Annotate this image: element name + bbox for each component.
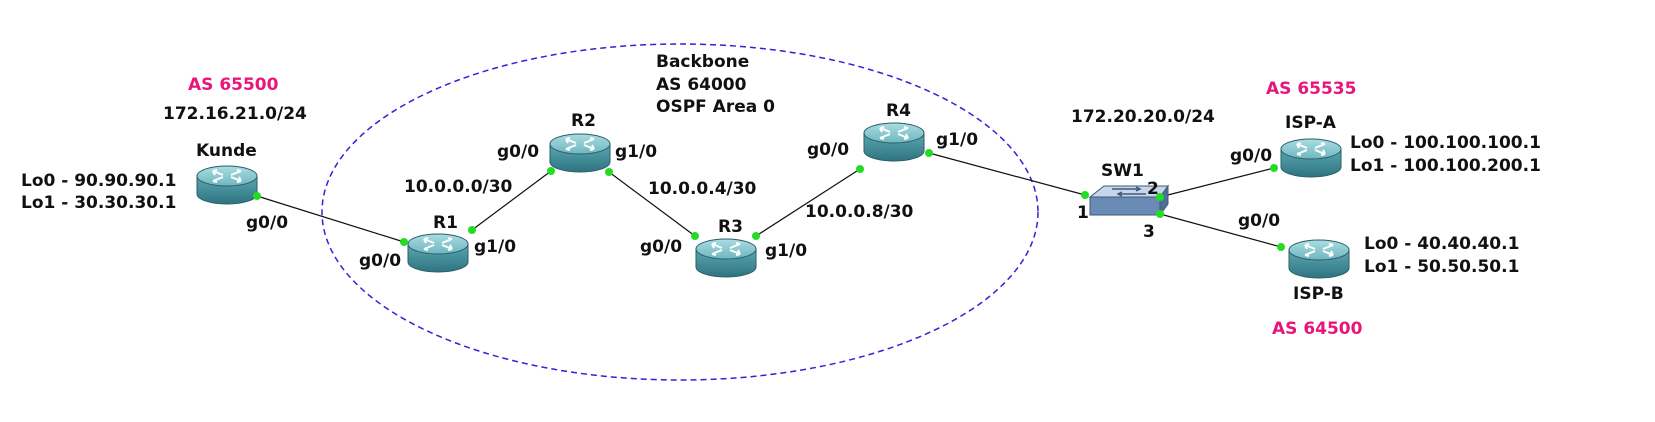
port-dot <box>468 226 476 234</box>
router-ispa-port: g0/0 <box>1230 146 1273 166</box>
port-dot <box>1270 164 1278 172</box>
ispb-lo0-label: Lo0 - 40.40.40.1 <box>1364 234 1520 254</box>
router-r4-port-a: g0/0 <box>807 140 850 160</box>
port-dot <box>856 165 864 173</box>
port-dot <box>400 238 408 246</box>
port-dot <box>1156 210 1164 218</box>
link-kunde-r1 <box>256 195 405 243</box>
router-r1-icon[interactable] <box>407 233 469 273</box>
switch-port-1: 1 <box>1077 203 1089 223</box>
switch-sw1-icon[interactable] <box>1088 184 1169 217</box>
links <box>256 152 1282 248</box>
link-sw1-ispa <box>1159 167 1275 198</box>
port-dot <box>925 149 933 157</box>
link-r3-r4 <box>755 168 861 237</box>
backbone-ospf-label: OSPF Area 0 <box>656 97 775 117</box>
ispb-lo1-label: Lo1 - 50.50.50.1 <box>1364 257 1520 277</box>
router-kunde-name: Kunde <box>196 141 257 161</box>
port-dot <box>1277 243 1285 251</box>
router-r1-name: R1 <box>433 213 458 233</box>
backbone-title: Backbone <box>656 52 750 72</box>
router-ispb-icon[interactable] <box>1288 239 1350 279</box>
router-r3-port-a: g0/0 <box>640 237 683 257</box>
switch-port-2: 2 <box>1147 179 1159 199</box>
customer-subnet-label: 172.16.21.0/24 <box>163 104 307 124</box>
customer-lo1-label: Lo1 - 30.30.30.1 <box>21 193 177 213</box>
router-r2-port-b: g1/0 <box>615 142 658 162</box>
link-r2-r3-subnet: 10.0.0.4/30 <box>648 179 757 199</box>
router-ispb-name: ISP-B <box>1293 284 1344 304</box>
port-dot <box>547 167 555 175</box>
switch-sw1-name: SW1 <box>1101 161 1144 181</box>
port-dot <box>253 192 261 200</box>
port-dot <box>752 232 760 240</box>
router-kunde-port-label: g0/0 <box>246 213 289 233</box>
ispb-as-label: AS 64500 <box>1272 319 1363 339</box>
customer-as-label: AS 65500 <box>188 75 279 95</box>
customer-lo0-label: Lo0 - 90.90.90.1 <box>21 171 177 191</box>
link-r1-r2 <box>471 170 552 231</box>
router-r3-icon[interactable] <box>695 238 757 278</box>
router-r3-name: R3 <box>718 217 743 237</box>
port-dot <box>1156 193 1164 201</box>
switch-subnet-label: 172.20.20.0/24 <box>1071 107 1215 127</box>
port-dot <box>1081 191 1089 199</box>
router-r2-icon[interactable] <box>549 133 611 173</box>
link-r1-r2-subnet: 10.0.0.0/30 <box>404 177 513 197</box>
router-kunde-icon[interactable] <box>196 165 258 205</box>
router-r1-port-a: g0/0 <box>359 251 402 271</box>
ispa-lo0-label: Lo0 - 100.100.100.1 <box>1350 133 1541 153</box>
backbone-as-label: AS 64000 <box>656 75 747 95</box>
switch-port-3: 3 <box>1143 222 1155 242</box>
router-ispb-port: g0/0 <box>1238 211 1281 231</box>
router-r4-name: R4 <box>886 101 911 121</box>
router-ispa-name: ISP-A <box>1285 113 1336 133</box>
backbone-ospf-area-boundary <box>321 43 1039 381</box>
link-r3-r4-subnet: 10.0.0.8/30 <box>805 202 914 222</box>
link-r2-r3 <box>608 171 696 237</box>
port-dot <box>605 168 613 176</box>
link-r4-sw1 <box>928 152 1086 196</box>
port-dot <box>691 232 699 240</box>
router-r2-name: R2 <box>571 111 596 131</box>
router-ispa-icon[interactable] <box>1280 138 1342 178</box>
router-r3-port-b: g1/0 <box>765 241 808 261</box>
ispa-lo1-label: Lo1 - 100.100.200.1 <box>1350 156 1541 176</box>
ispa-as-label: AS 65535 <box>1266 79 1357 99</box>
router-r4-port-b: g1/0 <box>936 130 979 150</box>
router-r2-port-a: g0/0 <box>497 142 540 162</box>
link-sw1-ispb <box>1159 213 1282 248</box>
router-r4-icon[interactable] <box>863 122 925 162</box>
port-dots <box>253 149 1285 251</box>
router-r1-port-b: g1/0 <box>474 237 517 257</box>
